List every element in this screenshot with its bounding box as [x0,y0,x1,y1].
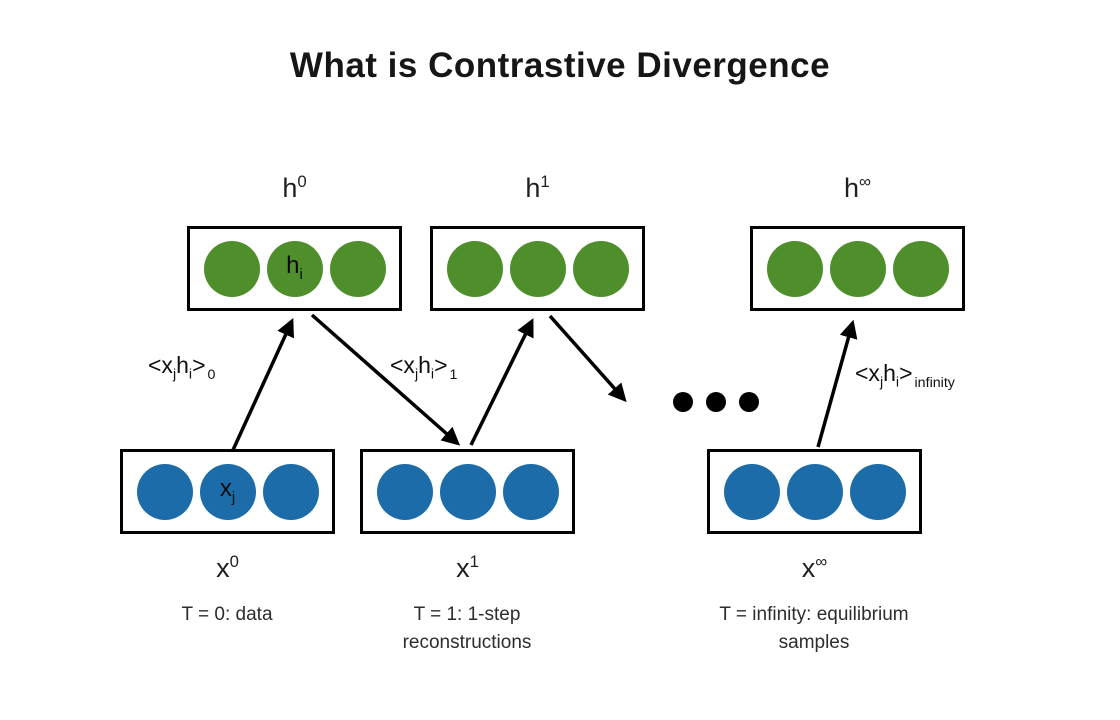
visible-layer-label-0: x0 [120,552,335,584]
caption-line: samples [778,632,850,653]
label-sup: 0 [229,552,239,571]
visible-node [723,463,780,520]
edge-label-mid: h [176,352,189,378]
caption-line: T = 1: 1-step [413,604,521,625]
edge-label-x0h0: <xjhi>0 [148,352,215,383]
hidden-node [829,240,886,297]
caption-t0: T = 0: data [87,601,367,629]
visible-layer-box-2 [707,449,922,534]
hidden-layer-box-2 [750,226,965,311]
ellipsis-dot [739,392,759,412]
edge-label-time-subscript: 0 [207,366,216,383]
hidden-node [509,240,566,297]
visible-node [262,463,319,520]
label-base: x [456,553,470,583]
visible-node [376,463,433,520]
hidden-node [329,240,386,297]
node-label-base: h [286,252,300,280]
edge-label-sub-j: j [879,374,884,391]
arrow-x0-to-h0 [231,318,294,451]
visible-layer-box-1 [360,449,575,534]
hidden-node [766,240,823,297]
edge-label-close: > [899,360,913,386]
visible-node [439,463,496,520]
edge-label-x1h1: <xjhi>1 [390,352,457,383]
hidden-layer-box-0: hi [187,226,402,311]
label-base: h [525,173,541,203]
edge-label-sub-j: j [172,366,177,383]
arrow-h1-to-ellipsis [548,314,627,403]
label-sup: ∞ [859,172,871,191]
edge-label-close: > [192,352,206,378]
caption-line: T = 0: data [181,604,273,625]
arrow-x1-to-h1 [469,318,534,446]
hidden-node [203,240,260,297]
caption-line: reconstructions [402,632,532,653]
visible-layer-box-0: xj [120,449,335,534]
edge-label-time-subscript: 1 [449,366,458,383]
label-base: h [282,173,298,203]
visible-node: xj [199,463,256,520]
ellipsis-dot [706,392,726,412]
visible-node [786,463,843,520]
node-label-sub: i [299,266,303,283]
edge-label-sub-i: i [188,366,193,383]
caption-tinf: T = infinity: equilibrium samples [674,601,954,657]
edge-label-sub-i: i [430,366,435,383]
visible-node [502,463,559,520]
edge-label-time-subscript: infinity [914,374,955,391]
label-base: h [844,173,860,203]
page-title: What is Contrastive Divergence [289,46,831,85]
edge-label-open: <x [855,360,880,386]
node-label-sub: j [231,489,236,506]
edge-label-xinfhinf: <xjhi>infinity [855,360,955,391]
label-sup: ∞ [815,552,828,571]
edge-label-mid: h [883,360,896,386]
edge-label-close: > [434,352,448,378]
hidden-node [446,240,503,297]
label-sup: 1 [540,172,550,191]
hidden-node-label: hi [286,254,303,283]
edge-label-open: <x [390,352,415,378]
label-base: x [801,553,816,583]
ellipsis-dots [673,392,759,412]
node-label-base: x [219,475,232,503]
caption-t1: T = 1: 1-step reconstructions [327,601,607,657]
edge-label-mid: h [418,352,431,378]
label-base: x [216,553,230,583]
arrow-xinf-to-hinf [816,319,858,448]
hidden-layer-label-1: h1 [430,172,645,204]
hidden-layer-label-0: h0 [187,172,402,204]
visible-layer-label-1: x1 [360,552,575,584]
edge-label-sub-i: i [895,374,900,391]
hidden-layer-box-1 [430,226,645,311]
label-sup: 1 [469,552,479,571]
label-sup: 0 [297,172,307,191]
caption-line: T = infinity: equilibrium [719,604,909,625]
hidden-node [892,240,949,297]
visible-layer-label-2: x∞ [707,552,922,584]
edge-label-sub-j: j [414,366,419,383]
hidden-layer-label-2: h∞ [750,172,965,204]
visible-node-label: xj [220,477,235,506]
visible-node [136,463,193,520]
hidden-node [572,240,629,297]
edge-label-open: <x [148,352,173,378]
visible-node [849,463,906,520]
ellipsis-dot [673,392,693,412]
hidden-node: hi [266,240,323,297]
